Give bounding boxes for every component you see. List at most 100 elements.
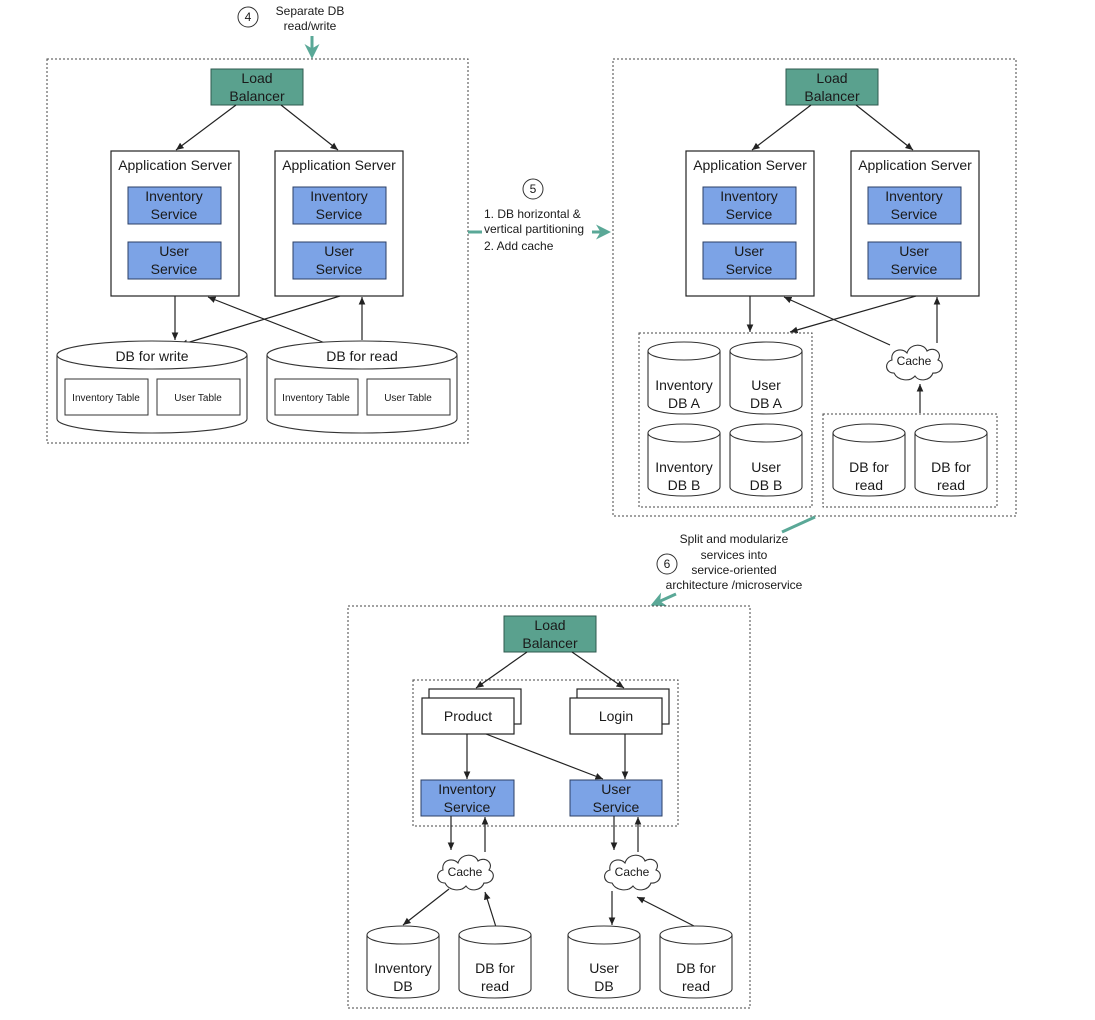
user-db-a: User DB A (729, 341, 803, 415)
user-service-label-1: User (734, 243, 764, 259)
application-server: Application Server Inventory Service Use… (110, 150, 240, 297)
db-for-read: DB for read (659, 925, 733, 999)
user-db-b: User DB B (729, 423, 803, 497)
step-6-label-line2: services into (701, 548, 768, 562)
user-service-label-2: Service (316, 261, 363, 277)
application-server-title: Application Server (282, 157, 396, 173)
step-4-number: 4 (245, 10, 252, 24)
cache-icon: Cache (886, 344, 943, 381)
cache-label: Cache (897, 354, 932, 368)
inventory-service-label-2: Service (444, 799, 491, 815)
inventory-db-b: Inventory DB B (647, 423, 721, 497)
user-service (702, 241, 797, 280)
inventory-db-b-label-1: Inventory (655, 459, 713, 475)
edge-app2-to-db-group (789, 295, 917, 334)
step-5-label-line1: 1. DB horizontal & (484, 207, 581, 221)
step-5-number: 5 (530, 182, 537, 196)
load-balancer-label-2: Balancer (804, 88, 860, 104)
step-6-label: 6 Split and modularize services into ser… (656, 532, 803, 592)
inventory-service-label-2: Service (151, 206, 198, 222)
user-table-label: User Table (174, 393, 222, 404)
edge-read-db-to-user-cache (636, 896, 695, 927)
inventory-service (127, 186, 222, 225)
edge-lb-to-app-1 (751, 104, 812, 151)
inventory-service-label-2: Service (891, 206, 938, 222)
user-db-a-label-2: DB A (750, 395, 783, 411)
edge-cache-to-inventory-db (402, 888, 450, 926)
inventory-db-b-label-2: DB B (668, 477, 701, 493)
inventory-service (292, 186, 387, 225)
edge-read-db-to-cache (484, 891, 497, 928)
db-for-write: DB for write Inventory Table User Table (56, 340, 248, 434)
step-4-label: 4 Separate DB read/write (237, 4, 344, 33)
db-for-read: DB for read (458, 925, 532, 999)
edge-cache-to-app1 (783, 296, 891, 346)
step-4-number-circle (237, 6, 259, 28)
inventory-service (867, 186, 962, 225)
inventory-service-label-1: Inventory (438, 781, 496, 797)
user-db-b-label-1: User (751, 459, 781, 475)
inventory-db: Inventory DB (366, 925, 440, 999)
user-service (127, 241, 222, 280)
load-balancer: Load Balancer (785, 68, 879, 106)
user-db-a-label-1: User (751, 377, 781, 393)
db-for-read-label-1: DB for (931, 459, 971, 475)
db-for-write-label: DB for write (115, 348, 188, 364)
inventory-db-a-label-2: DB A (668, 395, 701, 411)
step-5-label: 5 1. DB horizontal & vertical partitioni… (484, 178, 584, 253)
edge-app2-to-db-write (179, 295, 341, 346)
step-5-number-circle (522, 178, 544, 200)
panel-step-5: Load Balancer Application Server Invento… (612, 58, 1017, 517)
panel-1-boundary (46, 58, 469, 444)
application-server-title: Application Server (118, 157, 232, 173)
db-for-read-label-1: DB for (676, 960, 716, 976)
step-6-label-line3: service-oriented (691, 563, 776, 577)
cache-label: Cache (448, 865, 483, 879)
edge-product-to-user (485, 733, 604, 780)
db-for-read: DB for read (832, 423, 906, 497)
load-balancer-label-1: Load (241, 70, 272, 86)
inventory-service-label-1: Inventory (720, 188, 778, 204)
inventory-db-a-label-1: Inventory (655, 377, 713, 393)
user-service-label-1: User (324, 243, 354, 259)
user-service-label-1: User (899, 243, 929, 259)
user-service-label-2: Service (593, 799, 640, 815)
user-db: User DB (567, 925, 641, 999)
step-6-number: 6 (664, 557, 671, 571)
step-6-number-circle (656, 553, 678, 575)
product-service: Product (421, 688, 522, 735)
edge-lb-to-login (571, 651, 625, 689)
user-table-label: User Table (384, 393, 432, 404)
read-db-group (822, 413, 998, 508)
db-for-read-label: DB for read (326, 348, 398, 364)
inventory-table-label: Inventory Table (72, 393, 140, 404)
load-balancer-label-1: Load (816, 70, 847, 86)
inventory-db-label-2: DB (393, 978, 412, 994)
cache-icon: Cache (604, 854, 661, 891)
service-group (412, 679, 679, 827)
db-for-read-label-2: read (682, 978, 710, 994)
inventory-service-label-1: Inventory (145, 188, 203, 204)
login-label: Login (599, 708, 633, 724)
user-service (292, 241, 387, 280)
load-balancer: Load Balancer (210, 68, 304, 106)
partitioned-db-group (638, 332, 813, 508)
edge-lb-to-product (475, 651, 528, 689)
login-service: Login (569, 688, 670, 735)
edge-lb-to-app-2 (280, 104, 339, 151)
inventory-service: Inventory Service (420, 779, 515, 817)
panel-step-4: Load Balancer Application Server Invento… (46, 58, 469, 444)
user-db-b-label-2: DB B (750, 477, 783, 493)
inventory-table (274, 378, 359, 416)
user-service-label-2: Service (151, 261, 198, 277)
db-for-read-label-2: read (855, 477, 883, 493)
inventory-table (64, 378, 149, 416)
cache-icon: Cache (437, 854, 494, 891)
load-balancer-label-2: Balancer (522, 635, 578, 651)
product-label: Product (444, 708, 492, 724)
db-for-read: DB for read (914, 423, 988, 497)
step-6-label-line4: architecture /microservice (666, 578, 803, 592)
user-service-label-2: Service (726, 261, 773, 277)
load-balancer-label-2: Balancer (229, 88, 285, 104)
